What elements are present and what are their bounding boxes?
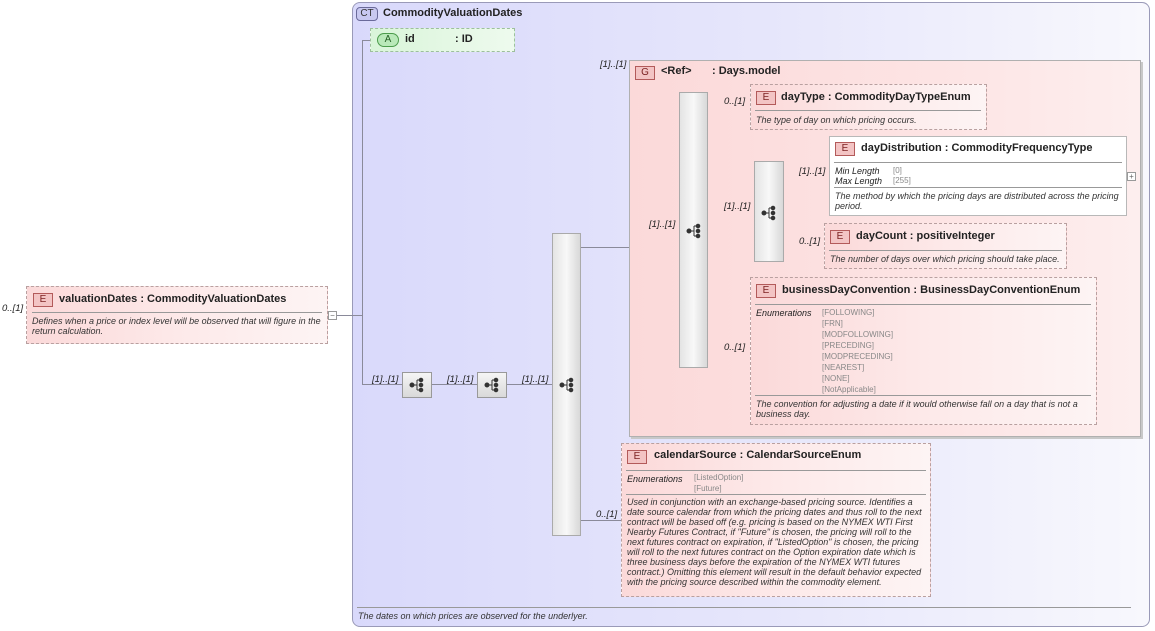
- dayDistribution-element-box[interactable]: E dayDistribution : CommodityFrequencyTy…: [829, 136, 1127, 216]
- enumerations-label: Enumerations: [756, 308, 812, 318]
- group-multiplicity: [1]..[1]: [600, 59, 627, 70]
- root-element-doc: Defines when a price or index level will…: [32, 316, 321, 336]
- enumeration-list: [FOLLOWING] [FRN] [MODFOLLOWING] [PRECED…: [822, 307, 893, 395]
- separator: [755, 110, 981, 111]
- calendarSource-doc: Used in conjunction with an exchange-bas…: [627, 497, 922, 587]
- enumeration-value: [Future]: [694, 484, 722, 493]
- enumeration-value: [MODFOLLOWING]: [822, 330, 894, 339]
- sequence-multiplicity: [1]..[1]: [724, 201, 751, 212]
- connector: [362, 40, 363, 384]
- element-badge: E: [756, 91, 776, 105]
- dayCount-element-name: dayCount : positiveInteger: [856, 230, 995, 242]
- connector: [581, 247, 629, 248]
- enumerations-label: Enumerations: [627, 474, 683, 484]
- sequence-icon: [761, 205, 776, 221]
- facet-label: Min Length: [835, 166, 880, 176]
- complex-type-doc: The dates on which prices are observed f…: [358, 611, 588, 621]
- connector: [362, 40, 372, 41]
- sequence-bar[interactable]: [552, 233, 581, 536]
- calendarSource-multiplicity: 0..[1]: [596, 509, 618, 520]
- calendarSource-element-name: calendarSource : CalendarSourceEnum: [654, 449, 862, 461]
- dayType-element-box[interactable]: E dayType : CommodityDayTypeEnum The typ…: [750, 84, 987, 130]
- connector: [362, 384, 402, 385]
- separator: [32, 312, 322, 313]
- dayCount-doc: The number of days over which pricing sh…: [830, 254, 1060, 264]
- calendarSource-element-box[interactable]: E calendarSource : CalendarSourceEnum En…: [621, 443, 931, 597]
- separator: [834, 187, 1122, 188]
- enumeration-value: [FOLLOWING]: [822, 308, 875, 317]
- sequence-multiplicity: [1]..[1]: [522, 374, 549, 385]
- enumeration-list: [ListedOption] [Future]: [694, 472, 743, 494]
- dayCount-element-box[interactable]: E dayCount : positiveInteger The number …: [824, 223, 1067, 269]
- separator: [755, 304, 1091, 305]
- separator: [626, 470, 926, 471]
- sequence-bar[interactable]: [754, 161, 784, 262]
- attribute-type: : ID: [455, 33, 473, 45]
- collapse-icon[interactable]: −: [328, 311, 337, 320]
- sequence-icon: [409, 377, 424, 393]
- sequence-compositor[interactable]: [477, 372, 507, 398]
- enumeration-value: [PRECEDING]: [822, 341, 875, 350]
- sequence-multiplicity: [1]..[1]: [447, 374, 474, 385]
- enumeration-value: [ListedOption]: [694, 473, 744, 482]
- separator: [834, 162, 1122, 163]
- sequence-bar[interactable]: [679, 92, 708, 368]
- group-ref: <Ref>: [661, 65, 692, 77]
- element-badge: E: [33, 293, 53, 307]
- facet-label: Max Length: [835, 176, 883, 186]
- dayType-doc: The type of day on which pricing occurs.: [756, 115, 917, 125]
- connector: [507, 384, 552, 385]
- sequence-icon: [686, 223, 701, 239]
- connector: [432, 384, 477, 385]
- facet-value: [255]: [893, 176, 911, 185]
- sequence-icon: [559, 377, 574, 393]
- businessDayConvention-doc: The convention for adjusting a date if i…: [756, 399, 1078, 419]
- connector: [328, 315, 362, 316]
- businessDayConvention-element-name: businessDayConvention : BusinessDayConve…: [782, 284, 1081, 296]
- expand-icon[interactable]: +: [1127, 172, 1136, 181]
- businessDayConvention-multiplicity: 0..[1]: [724, 342, 746, 353]
- sequence-multiplicity: [1]..[1]: [372, 374, 399, 385]
- root-element-box[interactable]: E valuationDates : CommodityValuationDat…: [26, 286, 328, 344]
- dayDistribution-doc: The method by which the pricing days are…: [835, 191, 1119, 211]
- group-badge: G: [635, 66, 655, 80]
- element-badge: E: [830, 230, 850, 244]
- enumeration-value: [NONE]: [822, 374, 850, 383]
- separator: [626, 494, 926, 495]
- sequence-icon: [484, 377, 499, 393]
- root-multiplicity: 0..[1]: [2, 303, 24, 314]
- enumeration-value: [NEAREST]: [822, 363, 865, 372]
- group-type: : Days.model: [712, 65, 781, 77]
- connector: [581, 520, 621, 521]
- sequence-compositor[interactable]: [402, 372, 432, 398]
- complex-type-badge: CT: [356, 7, 378, 21]
- element-badge: E: [627, 450, 647, 464]
- attribute-id-box[interactable]: A id : ID: [370, 28, 515, 52]
- businessDayConvention-element-box[interactable]: E businessDayConvention : BusinessDayCon…: [750, 277, 1097, 425]
- enumeration-value: [MODPRECEDING]: [822, 352, 893, 361]
- complex-type-title: CommodityValuationDates: [383, 7, 523, 19]
- dayType-multiplicity: 0..[1]: [724, 96, 746, 107]
- dayDistribution-multiplicity: [1]..[1]: [799, 166, 826, 177]
- attribute-name: id: [405, 33, 415, 45]
- element-badge: E: [756, 284, 776, 298]
- dayType-element-name: dayType : CommodityDayTypeEnum: [781, 91, 971, 103]
- complex-type-doc-separator: [357, 607, 1131, 608]
- enumeration-value: [FRN]: [822, 319, 843, 328]
- element-badge: E: [835, 142, 855, 156]
- root-element-name: valuationDates : CommodityValuationDates: [59, 293, 287, 305]
- enumeration-value: [NotApplicable]: [822, 385, 876, 394]
- separator: [755, 395, 1091, 396]
- separator: [829, 250, 1062, 251]
- dayDistribution-element-name: dayDistribution : CommodityFrequencyType: [861, 142, 1093, 154]
- sequence-multiplicity: [1]..[1]: [649, 219, 676, 230]
- dayCount-multiplicity: 0..[1]: [799, 236, 821, 247]
- attribute-badge: A: [377, 33, 399, 47]
- facet-value: [0]: [893, 166, 902, 175]
